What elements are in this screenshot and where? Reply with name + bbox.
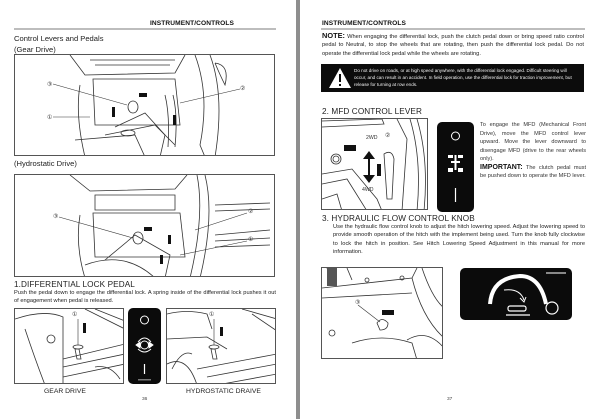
section-3-title: 3. HYDRAULIC FLOW CONTROL KNOB: [322, 214, 475, 223]
left-page: INSTRUMENT/CONTROLS Control Levers and P…: [0, 0, 296, 419]
diff-lock-symbol-panel: [128, 308, 161, 384]
label-2wd: 2WD: [366, 135, 378, 141]
callout-1: ①: [209, 312, 215, 318]
hydrostatic-drive-label: (Hydrostatic Drive): [14, 159, 77, 168]
caption-hydrostatic-drive: HYDROSTATIC DRAIVE: [186, 388, 261, 395]
warning-text: Do not drive on roads, or at high speed …: [354, 68, 572, 87]
callout-3: ③: [53, 214, 59, 220]
note-text: When engaging the differential lock, pus…: [322, 34, 584, 57]
page-number: 36: [142, 397, 148, 402]
circle-icon: [545, 301, 559, 315]
callout-2: ②: [248, 209, 254, 215]
page-number: 37: [447, 397, 453, 402]
section-2-title: 2. MFD CONTROL LEVER: [322, 107, 422, 116]
header-rule: [14, 28, 276, 30]
page-gutter: [296, 0, 300, 419]
circle-off-icon: [451, 131, 460, 141]
flow-rate-arc-icon: [488, 273, 548, 305]
hydraulic-symbol-panel: [460, 268, 572, 320]
note-paragraph: NOTE: When engaging the differential loc…: [322, 31, 584, 58]
caption-gear-drive: GEAR DRIVE: [44, 388, 86, 395]
callout-3: ③: [355, 300, 361, 306]
header-rule: [321, 28, 585, 30]
callout-1: ①: [72, 312, 78, 318]
gear-drive-figure: ③ ① ②: [14, 54, 275, 156]
page-header: INSTRUMENT/CONTROLS: [150, 20, 234, 27]
tractor-gear-illustration: [52, 55, 241, 155]
section-3-body: Use the hydraulic flow control knob to a…: [333, 224, 585, 256]
diff-lock-gear-figure: ①: [14, 308, 124, 384]
callout-3: ③: [47, 82, 53, 88]
hydraulic-knob-illustration: [322, 268, 442, 358]
mfd-lever-figure: 2WD 4WD ②: [321, 118, 428, 210]
gear-drive-label: (Gear Drive): [14, 45, 56, 54]
hydraulic-knob-figure: ③: [321, 267, 443, 359]
mfd-symbol-panel: [437, 122, 474, 212]
note-label: NOTE:: [322, 31, 345, 40]
differential-lock-icon: [135, 337, 154, 353]
warning-box: Do not drive on roads, or at high speed …: [321, 64, 584, 92]
important-text: The clutch pedal must be pushed down to …: [480, 164, 586, 180]
callout-2: ②: [385, 133, 391, 139]
mfd-description-text: To engage the MFD (Mechanical Front Driv…: [480, 122, 586, 162]
up-down-arrow-icon: [363, 151, 375, 183]
clockwise-arrow-icon: [503, 289, 527, 303]
section-1-body: Push the pedal down to engage the differ…: [14, 290, 276, 305]
mfd-lever-illustration: [322, 119, 426, 209]
diff-lock-hydro-figure: ①: [166, 308, 276, 384]
diff-lock-hydro-illustration: [167, 309, 275, 383]
callout-1: ①: [47, 115, 53, 121]
four-wheel-drive-icon: [448, 155, 463, 172]
callout-1: ①: [248, 237, 254, 243]
tractor-hydro-illustration: [58, 175, 271, 276]
hydrostatic-drive-figure: ③ ② ①: [14, 174, 275, 277]
diff-lock-gear-illustration: [15, 309, 123, 383]
important-label: IMPORTANT:: [480, 163, 523, 171]
warning-triangle-icon: [329, 68, 351, 88]
callout-2: ②: [240, 86, 246, 92]
hitch-lock-icon: [506, 305, 530, 316]
page-header: INSTRUMENT/CONTROLS: [322, 20, 406, 27]
label-4wd: 4WD: [362, 187, 374, 193]
circle-off-icon: [140, 315, 149, 325]
mfd-description: To engage the MFD (Mechanical Front Driv…: [480, 121, 586, 181]
section-title: Control Levers and Pedals: [14, 34, 104, 43]
section-1-title: 1.DIFFERENTIAL LOCK PEDAL: [14, 280, 135, 289]
